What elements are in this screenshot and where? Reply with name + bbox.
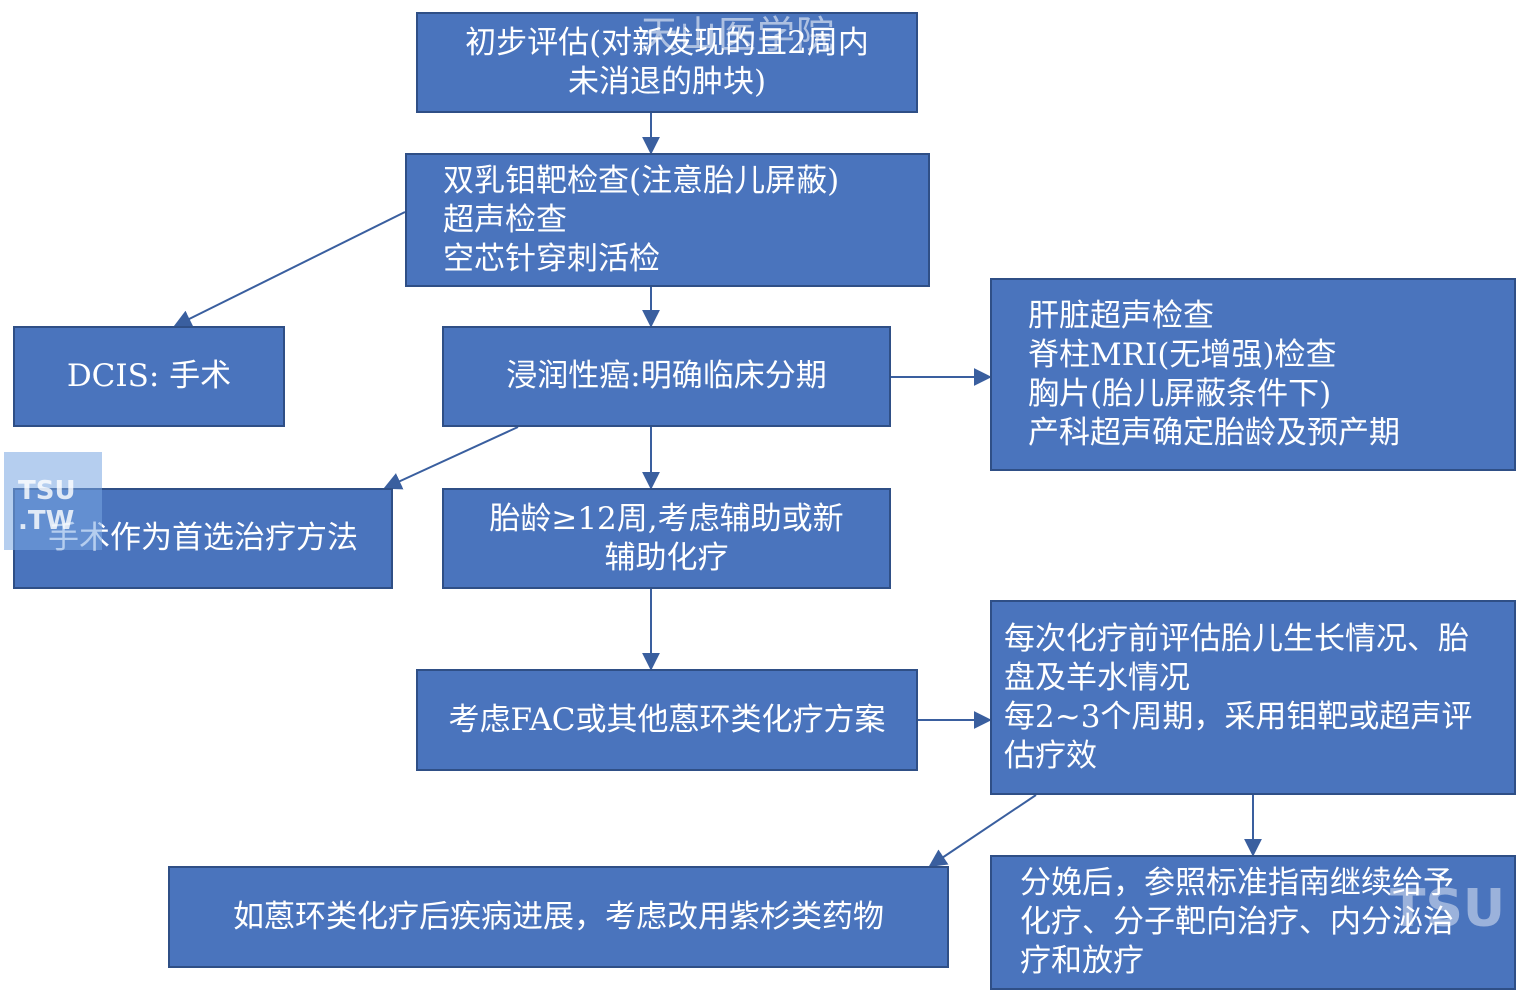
node-line: 双乳钼靶检查(注意胎儿屏蔽)	[443, 162, 840, 199]
node-line: 考虑FAC或其他蒽环类化疗方案	[448, 701, 886, 738]
arrow-invasive-to-surgery	[383, 426, 519, 490]
node-line: 肝脏超声检查	[1028, 297, 1214, 334]
arrow-exams-to-dcis	[173, 211, 406, 327]
node-postpartum-treatment: 分娩后，参照标准指南继续给予化疗、分子靶向治疗、内分泌治疗和放疗	[990, 855, 1516, 990]
node-line: 化疗、分子靶向治疗、内分泌治	[1020, 904, 1454, 940]
node-line: 估疗效	[1004, 737, 1097, 774]
node-line: 每次化疗前评估胎儿生长情况、胎	[1004, 620, 1469, 657]
node-line: 产科超声确定胎龄及预产期	[1028, 414, 1400, 451]
node-line: 初步评估(对新发现的且2周内	[465, 24, 869, 61]
node-gestation-chemo: 胎龄≥12周,考虑辅助或新辅助化疗	[442, 488, 891, 589]
node-line: 胎龄≥12周,考虑辅助或新	[489, 500, 844, 537]
node-taxane-switch: 如蒽环类化疗后疾病进展，考虑改用紫杉类药物	[168, 866, 949, 968]
node-dcis-surgery: DCIS: 手术	[13, 326, 285, 427]
watermark-tsu-logo-2: TSU .TW	[1390, 879, 1525, 939]
node-initial-assessment: 初步评估(对新发现的且2周内未消退的肿块)	[416, 12, 918, 113]
node-line: 未消退的肿块)	[567, 63, 767, 100]
node-line: DCIS: 手术	[66, 358, 232, 394]
node-line: 疗和放疗	[1020, 943, 1144, 979]
node-line: 分娩后，参照标准指南继续给予	[1020, 865, 1454, 901]
watermark-title: 天山医学院	[640, 13, 836, 57]
node-fac-regimen: 考虑FAC或其他蒽环类化疗方案	[416, 669, 918, 771]
node-line: 超声检查	[443, 201, 567, 238]
node-staging-exams: 肝脏超声检查脊柱MRI(无增强)检查胸片(胎儿屏蔽条件下)产科超声确定胎龄及预产…	[990, 278, 1516, 471]
node-line: 每2~3个周期，采用钼靶或超声评	[1004, 698, 1473, 735]
node-line: 空芯针穿刺活检	[443, 240, 660, 277]
node-line: 如蒽环类化疗后疾病进展，考虑改用紫杉类药物	[233, 898, 884, 935]
node-line: 辅助化疗	[604, 539, 729, 576]
node-invasive-staging: 浸润性癌:明确临床分期	[442, 326, 891, 427]
node-chemo-monitoring: 每次化疗前评估胎儿生长情况、胎盘及羊水情况每2~3个周期，采用钼靶或超声评估疗效	[990, 600, 1516, 795]
node-line: 胸片(胎儿屏蔽条件下)	[1028, 375, 1332, 412]
node-imaging-biopsy: 双乳钼靶检查(注意胎儿屏蔽)超声检查空芯针穿刺活检	[405, 153, 930, 287]
node-line: 脊柱MRI(无增强)检查	[1028, 336, 1337, 373]
arrow-monitor-to-taxane	[928, 794, 1037, 868]
node-line: 浸润性癌:明确临床分期	[506, 358, 827, 394]
watermark-tsu-logo: TSU .TW	[4, 452, 102, 550]
node-line: 盘及羊水情况	[1004, 659, 1190, 696]
